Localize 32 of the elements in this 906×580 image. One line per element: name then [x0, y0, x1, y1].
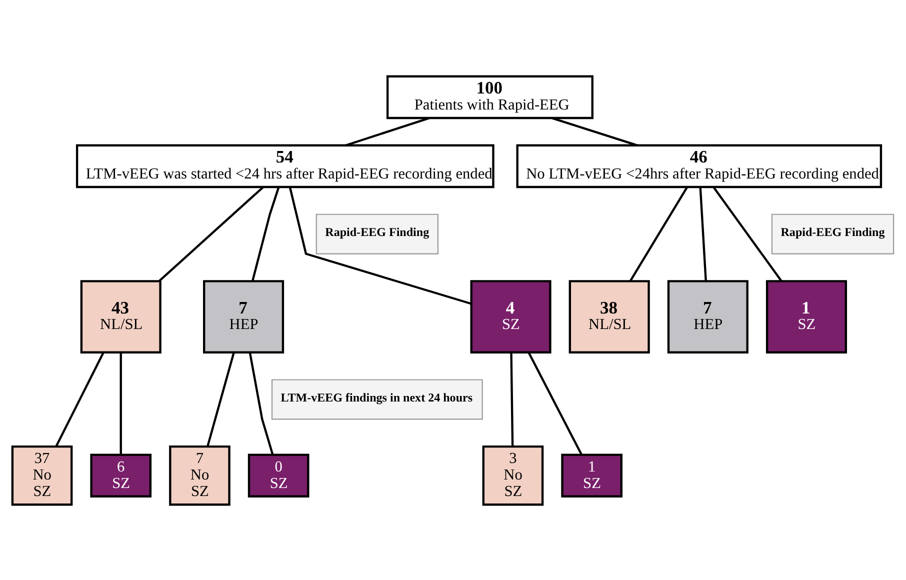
connector: [552, 116, 638, 146]
connector: [699, 186, 707, 281]
connector: [288, 186, 472, 304]
node-box: 1 SZ: [766, 280, 847, 353]
connector: [345, 116, 430, 146]
node-box: 1 SZ: [561, 453, 622, 497]
node-box: 54 LTM-vEEG was started <24 hrs after Rapid-EEG recording ended: [76, 144, 494, 188]
connector: [251, 186, 280, 281]
node-box: 7 No SZ: [169, 444, 230, 506]
node-box: 6 SZ: [90, 453, 152, 497]
node-box: 3 No SZ: [482, 444, 544, 506]
node-box: 4 SZ: [470, 280, 552, 353]
node-box: LTM-vEEG findings in next 24 hours: [271, 378, 483, 420]
connector: [55, 352, 104, 446]
node-box: 0 SZ: [248, 453, 310, 497]
node-box: 43 NL/SL: [80, 280, 162, 353]
connector: [120, 352, 122, 454]
node-box: 37 No SZ: [11, 444, 73, 506]
node-box: 38 NL/SL: [568, 280, 650, 353]
node-box: 7 HEP: [203, 280, 284, 353]
node-box: 100 Patients with Rapid-EEG: [386, 74, 594, 119]
connector: [510, 352, 514, 446]
connector: [206, 352, 235, 446]
node-box: 46 No LTM-vEEG <24hrs after Rapid-EEG recording ended: [516, 144, 882, 188]
connector: [158, 186, 264, 282]
connector: [712, 186, 782, 282]
node-box: 7 HEP: [667, 280, 748, 353]
node-box: Rapid-EEG Finding: [771, 213, 894, 254]
node-box: Rapid-EEG Finding: [316, 213, 438, 254]
connector: [629, 186, 688, 282]
connector: [248, 352, 274, 454]
connector: [528, 352, 583, 455]
